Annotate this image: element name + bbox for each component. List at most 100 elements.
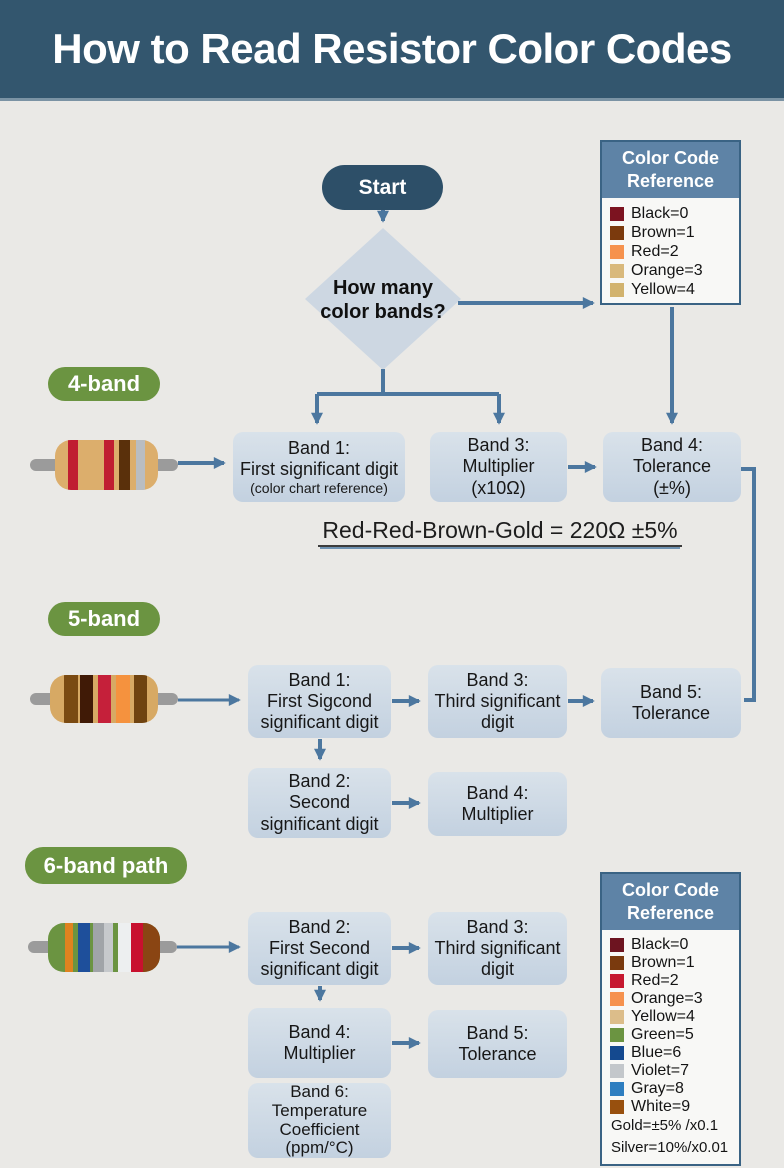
node-6band-band4: Band 4: Multiplier	[248, 1008, 391, 1078]
color-swatch	[610, 1010, 624, 1024]
node-line: Band 3:	[466, 669, 529, 690]
list-item: Brown=1	[608, 223, 739, 242]
node-line: (ppm/°C)	[285, 1138, 354, 1158]
list-item: Green=5	[608, 1026, 739, 1044]
color-label: Red=2	[631, 242, 679, 260]
node-line: Tolerance	[458, 1044, 537, 1064]
list-item: Yellow=4	[608, 1008, 739, 1026]
node-6band-band5: Band 5: Tolerance	[428, 1010, 567, 1078]
node-line: significant digit	[260, 712, 379, 733]
node-line: Band 2:	[288, 771, 351, 792]
node-line: (±%)	[653, 477, 691, 498]
node-line: Coefficient	[279, 1119, 360, 1139]
color-label: Orange=3	[631, 261, 703, 279]
node-line: Tolerance	[631, 703, 711, 723]
node-5band-band3: Band 3: Third significant digit	[428, 665, 567, 738]
node-4band-band4: Band 4: Tolerance (±%)	[603, 432, 741, 502]
node-line: Band 6:	[290, 1082, 349, 1102]
resistor-band	[131, 923, 143, 972]
resistor-band	[116, 675, 130, 723]
node-5band-band4: Band 4: Multiplier	[428, 772, 567, 836]
list-item: Black=0	[608, 936, 739, 954]
node-line: (x10Ω)	[471, 477, 526, 498]
gold-tolerance-note: Gold=±5% /x0.1	[611, 1117, 719, 1134]
color-swatch	[610, 225, 624, 240]
color-label: Yellow=4	[631, 280, 695, 298]
resistor-body	[55, 440, 158, 490]
color-label: Violet=7	[631, 1062, 689, 1079]
node-line: Band 3:	[466, 916, 529, 937]
reference-bottom-title-line2: Reference	[626, 902, 715, 923]
list-item: Violet=7	[608, 1062, 739, 1080]
reference-top-title-line2: Reference	[626, 170, 715, 191]
color-swatch	[610, 1100, 624, 1114]
resistor-band	[136, 440, 145, 490]
node-line: First Sigcond	[266, 690, 373, 711]
color-swatch	[610, 938, 624, 952]
node-line: Band 1:	[287, 437, 351, 458]
decision-label-line2: color bands?	[320, 301, 446, 323]
color-swatch	[610, 1064, 624, 1078]
node-6band-band6: Band 6: Temperature Coefficient (ppm/°C)	[248, 1082, 391, 1158]
node-5band-band5: Band 5: Tolerance	[601, 668, 741, 738]
resistor-band	[104, 440, 114, 490]
example-text: Red-Red-Brown-Gold = 220Ω ±5%	[270, 517, 730, 547]
node-line: Multiplier	[283, 1043, 356, 1063]
header-banner: How to Read Resistor Color Codes	[0, 0, 784, 101]
section-label-text: 5-band	[67, 606, 141, 631]
node-line: Second	[288, 792, 351, 813]
node-line: First Second	[268, 937, 371, 958]
node-line: Band 5:	[639, 681, 703, 702]
node-line: Tolerance	[632, 456, 712, 477]
section-label-text: 6-band path	[43, 852, 169, 878]
decision-label: How many color bands?	[306, 269, 460, 331]
list-item: Brown=1	[608, 954, 739, 972]
color-swatch	[610, 974, 624, 988]
color-label: White=9	[631, 1098, 691, 1115]
node-line: significant digit	[260, 959, 379, 980]
node-line: Third significant	[434, 690, 561, 711]
resistor-band	[93, 923, 104, 972]
resistor-body	[50, 675, 158, 723]
resistor-band	[98, 675, 111, 723]
node-5band-band2: Band 2: Second significant digit	[248, 768, 391, 838]
resistor-band	[68, 440, 78, 490]
resistor-band	[78, 923, 90, 972]
node-line: digit	[480, 959, 515, 980]
resistor-6-band	[28, 923, 177, 972]
list-item: Blue=6	[608, 1044, 739, 1062]
node-line: significant digit	[260, 813, 379, 834]
node-line: digit	[480, 712, 515, 733]
color-swatch	[610, 992, 624, 1006]
connector-band4-to-band5	[741, 467, 756, 702]
list-item: Orange=3	[608, 261, 739, 280]
node-line: (color chart reference)	[250, 479, 388, 496]
node-line: Band 4:	[466, 782, 529, 803]
page-title: How to Read Resistor Color Codes	[52, 25, 732, 72]
decision-label-line1: How many	[332, 277, 434, 299]
color-swatch	[610, 244, 624, 259]
resistor-band	[64, 675, 78, 723]
list-item: Black=0	[608, 204, 739, 223]
list-item: Orange=3	[608, 990, 739, 1008]
color-label: Brown=1	[631, 954, 695, 971]
list-item: Red=2	[608, 242, 739, 261]
list-item: White=9	[608, 1098, 739, 1116]
node-line: Multiplier	[461, 804, 534, 824]
resistor-5-band	[30, 675, 178, 723]
color-label: Yellow=4	[631, 1008, 695, 1025]
color-swatch	[610, 956, 624, 970]
color-swatch	[610, 282, 624, 297]
color-label: Black=0	[631, 936, 689, 953]
reference-bottom-title-line1: Color Code	[622, 880, 719, 900]
list-item: Gray=8	[608, 1080, 739, 1098]
node-line: Band 4:	[288, 1021, 351, 1042]
node-line: Band 4:	[640, 435, 704, 456]
silver-tolerance-note: Silver=10%/x0.01	[611, 1139, 729, 1156]
decision-diamond	[305, 228, 461, 370]
node-line: Band 3:	[467, 435, 530, 456]
resistor-band	[80, 675, 93, 723]
node-line: Band 2:	[288, 916, 351, 937]
